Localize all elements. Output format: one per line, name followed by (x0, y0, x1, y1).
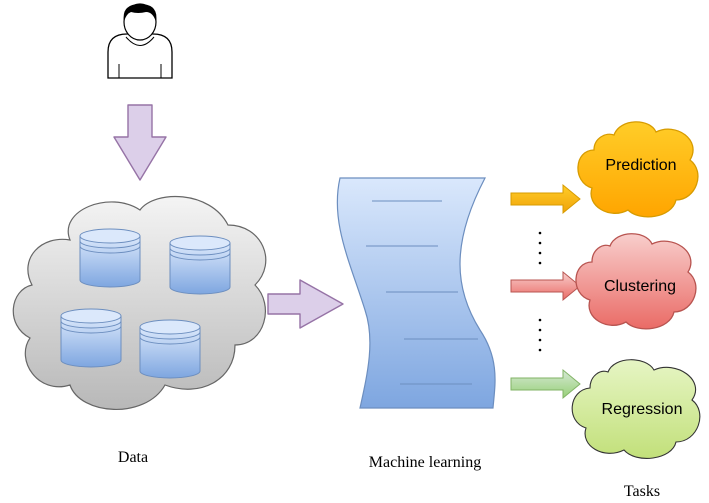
task-label-prediction: Prediction (605, 157, 676, 174)
data-cloud (12, 195, 267, 410)
arrow-to-clustering (510, 270, 581, 302)
ml-document (336, 177, 496, 409)
task-cloud-clustering: Clustering (575, 233, 697, 330)
task-cloud-prediction: Prediction (577, 121, 699, 218)
arrow-data-to-ml (267, 279, 344, 329)
task-cloud-regression: Regression (571, 359, 701, 459)
user-icon (107, 3, 173, 79)
label-tasks: Tasks (624, 483, 660, 500)
arrow-to-prediction (510, 183, 581, 215)
database-icon (60, 308, 122, 368)
arrow-to-regression (510, 368, 581, 400)
arrow-user-to-data (113, 104, 167, 181)
database-icon (169, 235, 231, 295)
ellipsis-dots-upper (538, 231, 542, 265)
task-label-clustering: Clustering (604, 278, 676, 295)
database-icon (79, 228, 141, 288)
label-machine-learning: Machine learning (369, 454, 481, 471)
label-data: Data (118, 449, 148, 466)
database-icon (139, 319, 201, 379)
task-label-regression: Regression (602, 401, 683, 418)
ellipsis-dots-lower (538, 318, 542, 352)
